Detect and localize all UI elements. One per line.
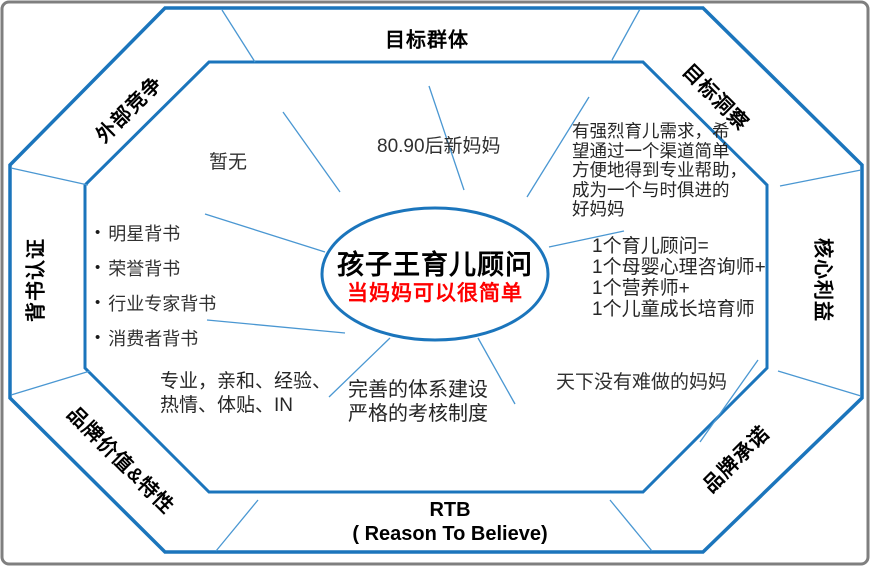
label-endorsement: 背书认证: [25, 238, 48, 322]
endorsement-text: 明星背书: [108, 223, 181, 244]
corner-connector-lines: [10, 8, 862, 552]
inner-octagon: [83, 60, 769, 494]
bullet-icon: •: [95, 294, 101, 311]
insight-line: 望通过一个渠道简单: [572, 140, 730, 161]
label-target-group: 目标群体: [385, 29, 469, 52]
label-rtb-line2: ( Reason To Believe): [352, 523, 548, 545]
center-statement: 孩子王育儿顾问 当妈妈可以很简单: [337, 249, 533, 307]
outer-octagon: [8, 6, 864, 554]
brand-values-line: 热情、体贴、IN: [160, 395, 294, 416]
insight-line: 有强烈育儿需求，希: [572, 121, 730, 141]
benefit-line: 1个母婴心理咨询师+: [592, 257, 766, 278]
endorsement-text: 行业专家背书: [108, 293, 217, 314]
bullet-icon: •: [95, 259, 101, 276]
insight-line: 好妈妈: [572, 199, 625, 219]
rtb-detail: 完善的体系建设 严格的考核制度: [348, 378, 488, 426]
brand-values-text: 专业，亲和、经验、 热情、体贴、IN: [160, 370, 331, 418]
rtb-detail-line: 完善的体系建设: [348, 379, 488, 401]
list-item: • 明星背书: [95, 215, 216, 250]
benefit-line: 1个育儿顾问=: [592, 236, 709, 257]
label-rtb: RTB ( Reason To Believe): [352, 498, 547, 546]
benefit-line: 1个营养师+: [592, 278, 690, 299]
insight-line: 方便地得到专业帮助，: [572, 160, 747, 180]
benefit-line: 1个儿童成长培育师: [592, 299, 755, 320]
list-item: • 荣誉背书: [95, 250, 216, 285]
competition-note: 暂无: [209, 152, 248, 173]
radial-ray-lines: [204, 85, 759, 443]
bullet-icon: •: [95, 224, 101, 241]
list-item: • 消费者背书: [95, 320, 216, 355]
list-item: • 行业专家背书: [95, 285, 216, 320]
insight-line: 成为一个与时俱进的: [572, 179, 730, 200]
center-title: 孩子王育儿顾问: [337, 250, 533, 280]
bullet-icon: •: [95, 329, 101, 346]
target-group-text: 80.90后新妈妈: [377, 136, 501, 157]
center-ellipse: [320, 206, 550, 342]
promise-text: 天下没有难做的妈妈: [556, 372, 728, 393]
rtb-detail-line: 严格的考核制度: [348, 403, 488, 425]
brand-values-line: 专业，亲和、经验、: [160, 371, 332, 392]
label-rtb-line1: RTB: [429, 499, 471, 521]
endorsement-text: 荣誉背书: [108, 258, 181, 279]
endorsement-text: 消费者背书: [108, 328, 199, 349]
label-core-benefit: 核心利益: [811, 238, 834, 322]
benefit-equation: 1个育儿顾问= 1个母婴心理咨询师+ 1个营养师+ 1个儿童成长培育师: [592, 236, 766, 320]
insight-paragraph: 有强烈育儿需求，希 望通过一个渠道简单 方便地得到专业帮助， 成为一个与时俱进的…: [572, 121, 747, 220]
center-subtitle: 当妈妈可以很简单: [347, 282, 523, 305]
endorsement-list: • 明星背书 • 荣誉背书 • 行业专家背书 • 消费者背书: [95, 215, 216, 355]
